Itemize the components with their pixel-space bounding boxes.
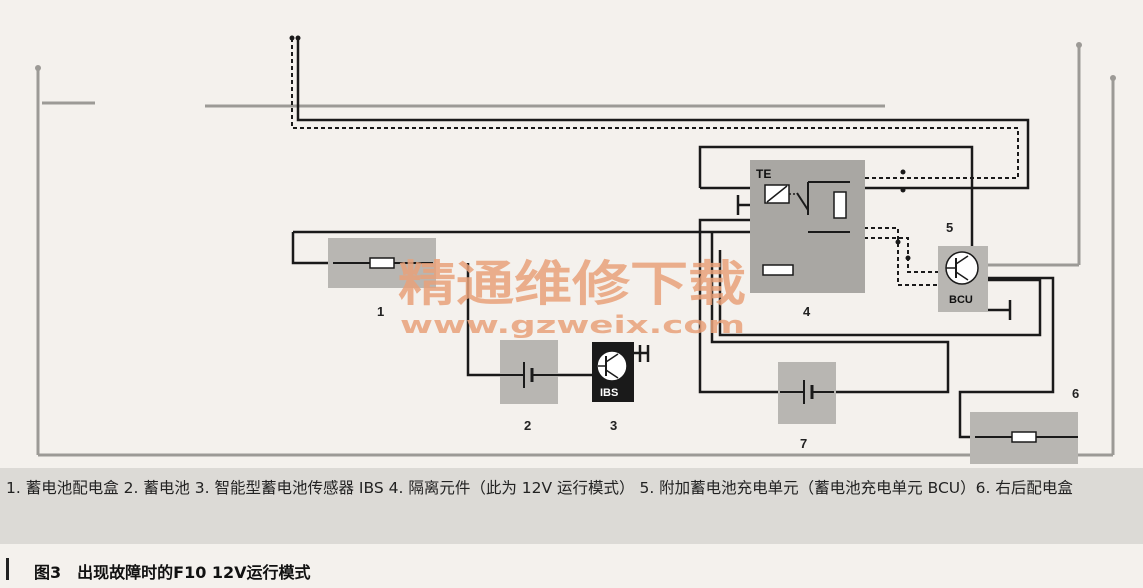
watermark-url: www.gzweix.com xyxy=(400,311,745,339)
isolation-element-4 xyxy=(750,160,865,293)
caption-marker xyxy=(6,558,9,580)
wiring xyxy=(291,38,1078,439)
dashed-wiring xyxy=(291,38,1019,286)
watermark-text: 精通维修下载 xyxy=(398,256,746,312)
wiring-diagram: TE IBS BCU 1 2 3 4 5 6 7 精通维修下载 www.gzwe… xyxy=(35,35,1116,464)
ibs-label: IBS xyxy=(600,387,618,399)
ground-rails xyxy=(36,45,1115,457)
figure-caption: 图3 出现故障时的F10 12V运行模式 xyxy=(0,554,1143,588)
component-number-7: 7 xyxy=(800,436,807,451)
bcu-5 xyxy=(938,246,988,312)
component-number-1: 1 xyxy=(377,304,384,319)
bcu-label: BCU xyxy=(949,294,973,306)
relay-label: TE xyxy=(756,167,771,181)
component-number-3: 3 xyxy=(610,418,617,433)
legend-text: 1. 蓄电池配电盒 2. 蓄电池 3. 智能型蓄电池传感器 IBS 4. 隔离元… xyxy=(6,479,1073,497)
rail-terminals xyxy=(35,42,1116,81)
component-number-4: 4 xyxy=(803,304,811,319)
battery-2 xyxy=(500,340,558,404)
ibs-sensor-3 xyxy=(592,342,634,402)
distribution-box-1 xyxy=(328,238,436,288)
component-number-6: 6 xyxy=(1072,386,1079,401)
legend: 1. 蓄电池配电盒 2. 蓄电池 3. 智能型蓄电池传感器 IBS 4. 隔离元… xyxy=(0,468,1143,544)
battery-7 xyxy=(778,362,836,424)
caption-text: 图3 出现故障时的F10 12V运行模式 xyxy=(34,563,311,582)
component-number-5: 5 xyxy=(946,220,953,235)
component-number-2: 2 xyxy=(524,418,531,433)
distribution-box-6 xyxy=(970,412,1078,464)
